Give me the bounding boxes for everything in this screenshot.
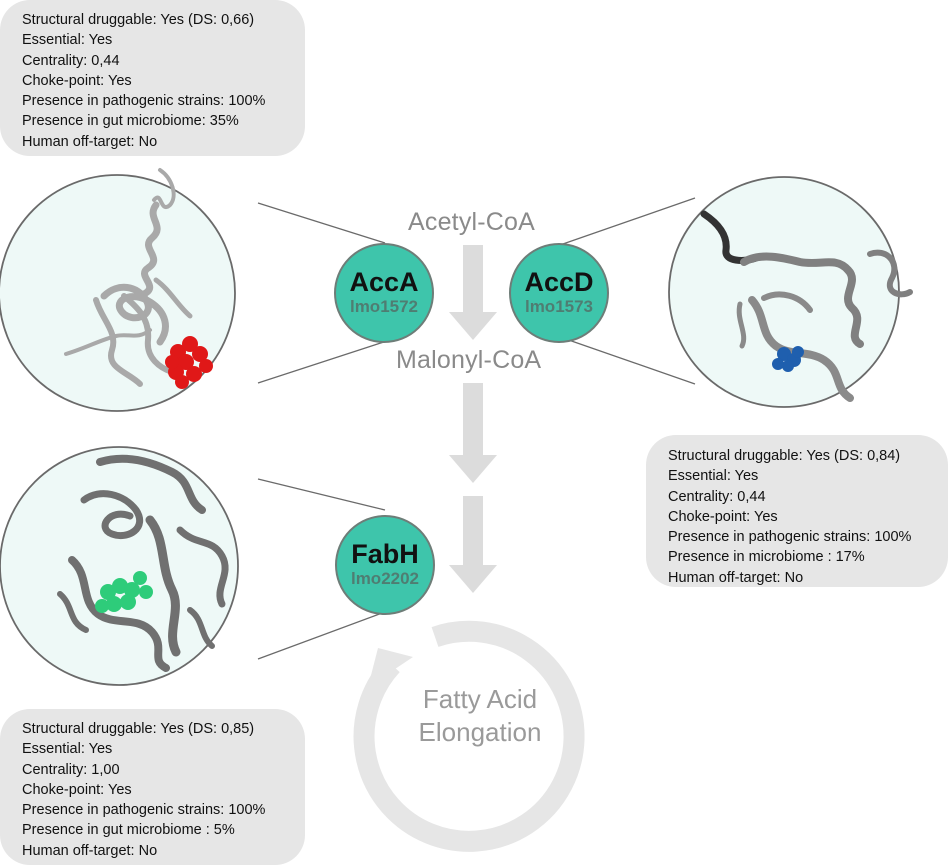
accd-prop-centrality: Centrality: 0,44 bbox=[668, 488, 766, 505]
arrow-acetyl-to-malonyl bbox=[449, 245, 497, 340]
acca-info-box: Structural druggable: Yes (DS: 0,66) Ess… bbox=[0, 0, 305, 156]
acca-prop-pathogenic: Presence in pathogenic strains: 100% bbox=[22, 93, 266, 110]
fabh-prop-pathogenic: Presence in pathogenic strains: 100% bbox=[22, 802, 266, 819]
acca-prop-essential: Essential: Yes bbox=[22, 32, 113, 49]
enzyme-node-acca: AccA lmo1572 bbox=[334, 243, 434, 343]
enzyme-gene: lmo1572 bbox=[349, 297, 419, 316]
acca-prop-druggable: Structural druggable: Yes (DS: 0,66) bbox=[22, 12, 255, 28]
enzyme-name: FabH bbox=[351, 539, 419, 569]
fabh-prop-chokepoint: Choke-point: Yes bbox=[22, 781, 132, 798]
accd-ribbon bbox=[700, 210, 913, 402]
fabh-prop-centrality: Centrality: 1,00 bbox=[22, 761, 120, 778]
connector-lines bbox=[257, 197, 696, 660]
enzyme-gene: lmo1573 bbox=[524, 297, 594, 316]
arrow-to-elongation bbox=[449, 496, 497, 593]
enzyme-node-fabh: FabH lmo2202 bbox=[335, 515, 435, 615]
accd-prop-microbiome: Presence in microbiome : 17% bbox=[668, 549, 865, 566]
fabh-prop-microbiome: Presence in gut microbiome : 5% bbox=[22, 822, 235, 839]
fabh-info-box: Structural druggable: Yes (DS: 0,85) Ess… bbox=[0, 709, 305, 865]
acca-prop-centrality: Centrality: 0,44 bbox=[22, 52, 120, 69]
cycle-label-line1: Fatty Acid bbox=[422, 684, 538, 714]
fabh-prop-druggable: Structural druggable: Yes (DS: 0,85) bbox=[22, 721, 255, 737]
elongation-cycle bbox=[353, 620, 585, 852]
fabh-ligand bbox=[95, 571, 153, 613]
accd-structure-bubble bbox=[668, 176, 913, 408]
accd-ligand bbox=[772, 346, 804, 372]
accd-prop-druggable: Structural druggable: Yes (DS: 0,84) bbox=[668, 448, 901, 464]
enzyme-name: AccA bbox=[349, 267, 419, 297]
enzyme-name: AccD bbox=[524, 267, 594, 297]
metabolite-malonyl-coa: Malonyl-CoA bbox=[396, 346, 542, 374]
fabh-ribbon bbox=[57, 454, 229, 672]
acca-ligand bbox=[165, 336, 213, 389]
fabh-prop-essential: Essential: Yes bbox=[22, 741, 113, 758]
accd-prop-offtarget: Human off-target: No bbox=[668, 569, 804, 586]
enzyme-node-accd: AccD lmo1573 bbox=[509, 243, 609, 343]
enzyme-gene: lmo2202 bbox=[350, 569, 420, 588]
acca-structure-bubble bbox=[0, 168, 236, 412]
fabh-structure-bubble bbox=[0, 446, 239, 686]
metabolite-acetyl-coa: Acetyl-CoA bbox=[408, 208, 536, 236]
flow-arrows bbox=[449, 245, 497, 593]
arrow-malonyl-down bbox=[449, 383, 497, 483]
cycle-label: Fatty Acid Elongation bbox=[380, 683, 580, 749]
acca-prop-microbiome: Presence in gut microbiome: 35% bbox=[22, 113, 239, 130]
accd-prop-pathogenic: Presence in pathogenic strains: 100% bbox=[668, 529, 912, 546]
acca-prop-chokepoint: Choke-point: Yes bbox=[22, 72, 132, 89]
acca-ribbon bbox=[64, 168, 193, 387]
acca-prop-offtarget: Human off-target: No bbox=[22, 133, 158, 150]
cycle-label-line2: Elongation bbox=[418, 717, 542, 747]
accd-prop-essential: Essential: Yes bbox=[668, 468, 759, 485]
accd-info-box: Structural druggable: Yes (DS: 0,84) Ess… bbox=[646, 435, 948, 587]
fabh-prop-offtarget: Human off-target: No bbox=[22, 842, 158, 859]
accd-prop-chokepoint: Choke-point: Yes bbox=[668, 508, 778, 525]
cycle-arrowhead bbox=[368, 648, 413, 687]
